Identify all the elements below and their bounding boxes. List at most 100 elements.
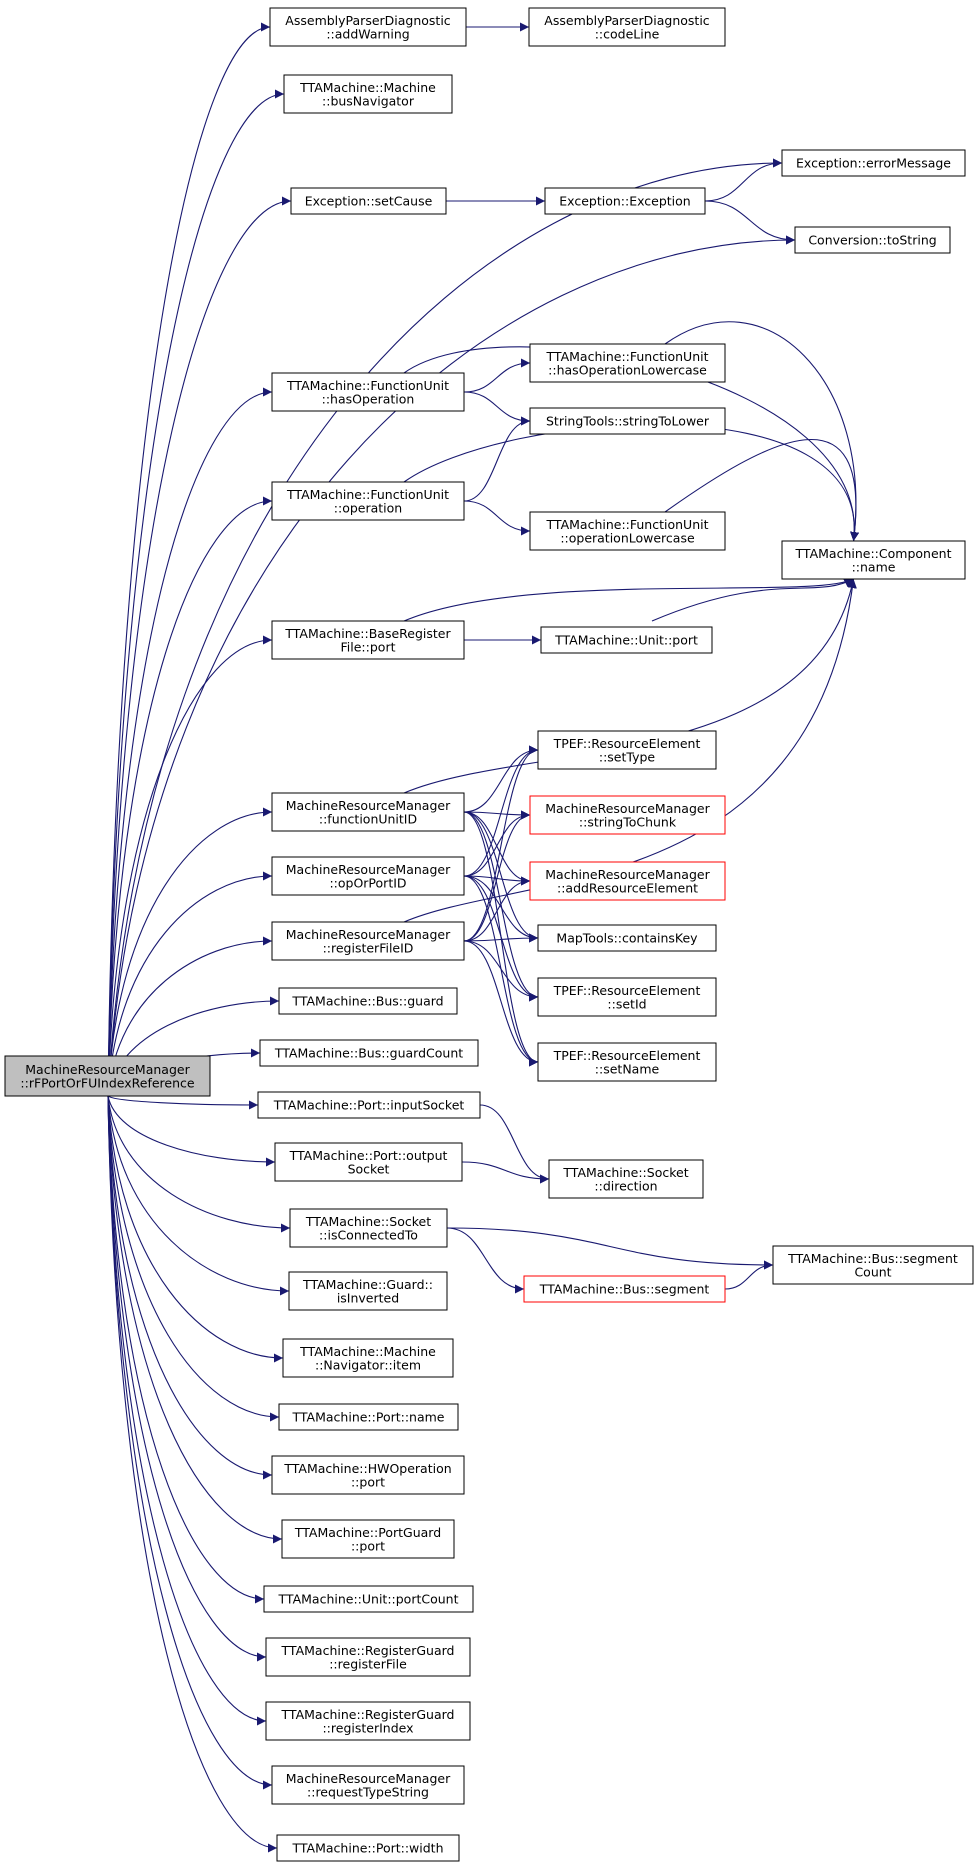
node-has-operation[interactable]: TTAMachine::FunctionUnit::hasOperation <box>271 372 465 412</box>
node-label-line: ::functionUnitID <box>319 811 417 826</box>
node-box[interactable] <box>283 74 453 114</box>
node-box[interactable] <box>269 7 467 47</box>
node-box[interactable] <box>781 149 966 177</box>
node-add-res-elem[interactable]: MachineResourceManager::addResourceEleme… <box>529 861 726 901</box>
node-box[interactable] <box>537 1042 717 1082</box>
node-set-name[interactable]: TPEF::ResourceElement::setName <box>537 1042 717 1082</box>
node-input-socket[interactable]: TTAMachine::Port::inputSocket <box>257 1091 481 1119</box>
node-box[interactable] <box>529 511 726 551</box>
node-string-to-lower[interactable]: StringTools::stringToLower <box>529 407 726 435</box>
node-box[interactable] <box>265 1701 471 1741</box>
node-pg-port[interactable]: TTAMachine::PortGuard::port <box>281 1519 455 1559</box>
node-box[interactable] <box>271 856 465 896</box>
node-is-connected-to[interactable]: TTAMachine::Socket::isConnectedTo <box>289 1208 448 1248</box>
edge-fu-id-to-contains-key <box>463 811 539 943</box>
node-has-op-lower[interactable]: TTAMachine::FunctionUnit::hasOperationLo… <box>529 343 726 383</box>
node-guard-count[interactable]: TTAMachine::Bus::guardCount <box>259 1039 479 1067</box>
node-nav-item[interactable]: TTAMachine::Machine::Navigator::item <box>282 1338 454 1378</box>
node-box[interactable] <box>540 626 713 654</box>
node-rg-reg-index[interactable]: TTAMachine::RegisterGuard::registerIndex <box>265 1701 471 1741</box>
node-box[interactable] <box>528 7 726 47</box>
node-box[interactable] <box>271 372 465 412</box>
node-label-line: TTAMachine::Machine <box>299 1344 436 1359</box>
node-exception[interactable]: Exception::Exception <box>544 187 706 215</box>
node-port-name[interactable]: TTAMachine::Port::name <box>278 1403 459 1431</box>
node-add-warning[interactable]: AssemblyParserDiagnostic::addWarning <box>269 7 467 47</box>
edge-reg-file-id-to-contains-key <box>463 933 539 943</box>
node-box[interactable] <box>271 1765 465 1805</box>
node-port-width[interactable]: TTAMachine::Port::width <box>276 1834 460 1862</box>
node-hwop-port[interactable]: TTAMachine::HWOperation::port <box>271 1455 465 1495</box>
edge-reg-file-id-to-comp-name <box>403 578 857 923</box>
node-label-line: TTAMachine::RegisterGuard <box>281 1643 455 1658</box>
node-label-line: MachineResourceManager <box>286 862 451 877</box>
node-box[interactable] <box>288 1271 448 1311</box>
node-contains-key[interactable]: MapTools::containsKey <box>537 924 717 952</box>
node-label-line: Exception::errorMessage <box>796 156 951 171</box>
node-box[interactable] <box>271 921 465 961</box>
node-box[interactable] <box>537 977 717 1017</box>
node-box[interactable] <box>548 1159 704 1199</box>
node-box[interactable] <box>781 540 966 580</box>
node-label-line: TTAMachine::HWOperation <box>283 1461 451 1476</box>
node-segment[interactable]: TTAMachine::Bus::segment <box>523 1275 726 1303</box>
node-box[interactable] <box>523 1275 726 1303</box>
node-req-type[interactable]: MachineResourceManager::requestTypeStrin… <box>271 1765 465 1805</box>
node-rg-reg-file[interactable]: TTAMachine::RegisterGuard::registerFile <box>265 1637 471 1677</box>
node-box[interactable] <box>259 1039 479 1067</box>
node-unit-port[interactable]: TTAMachine::Unit::port <box>540 626 713 654</box>
node-port-count[interactable]: TTAMachine::Unit::portCount <box>263 1585 474 1613</box>
node-bus-navigator[interactable]: TTAMachine::Machine::busNavigator <box>283 74 453 114</box>
node-box[interactable] <box>290 187 447 215</box>
node-str-to-chunk[interactable]: MachineResourceManager::stringToChunk <box>529 795 726 835</box>
node-box[interactable] <box>281 1519 455 1559</box>
node-error-message[interactable]: Exception::errorMessage <box>781 149 966 177</box>
node-bus-guard[interactable]: TTAMachine::Bus::guard <box>278 987 458 1015</box>
edge-segment-to-segment-count <box>724 1260 774 1290</box>
node-box[interactable] <box>529 795 726 835</box>
node-label-line: MachineResourceManager <box>286 927 451 942</box>
edge-root-to-rg-reg-index <box>107 1095 267 1726</box>
node-box[interactable] <box>271 620 465 660</box>
node-op-lower[interactable]: TTAMachine::FunctionUnit::operationLower… <box>529 511 726 551</box>
node-box[interactable] <box>274 1142 463 1182</box>
node-operation[interactable]: TTAMachine::FunctionUnit::operation <box>271 481 465 521</box>
node-box[interactable] <box>282 1338 454 1378</box>
node-label-line: TTAMachine::Component <box>795 546 952 561</box>
node-box[interactable] <box>544 187 706 215</box>
node-root[interactable]: MachineResourceManager::rFPortOrFUIndexR… <box>4 1055 211 1097</box>
node-op-or-port-id[interactable]: MachineResourceManager::opOrPortID <box>271 856 465 896</box>
node-fu-id[interactable]: MachineResourceManager::functionUnitID <box>271 792 465 832</box>
node-to-string[interactable]: Conversion::toString <box>794 226 951 254</box>
node-box[interactable] <box>772 1245 974 1285</box>
node-reg-file-id[interactable]: MachineResourceManager::registerFileID <box>271 921 465 961</box>
node-box[interactable] <box>257 1091 481 1119</box>
node-box[interactable] <box>271 481 465 521</box>
node-label-line: TTAMachine::Port::output <box>289 1148 448 1163</box>
node-box[interactable] <box>278 1403 459 1431</box>
node-set-cause[interactable]: Exception::setCause <box>290 187 447 215</box>
node-set-type[interactable]: TPEF::ResourceElement::setType <box>537 730 717 770</box>
node-box[interactable] <box>529 407 726 435</box>
node-box[interactable] <box>289 1208 448 1248</box>
node-set-id[interactable]: TPEF::ResourceElement::setId <box>537 977 717 1017</box>
node-code-line[interactable]: AssemblyParserDiagnostic::codeLine <box>528 7 726 47</box>
node-box[interactable] <box>265 1637 471 1677</box>
node-box[interactable] <box>537 924 717 952</box>
node-box[interactable] <box>4 1055 211 1097</box>
node-box[interactable] <box>276 1834 460 1862</box>
node-box[interactable] <box>529 861 726 901</box>
node-box[interactable] <box>271 1455 465 1495</box>
node-box[interactable] <box>529 343 726 383</box>
node-direction[interactable]: TTAMachine::Socket::direction <box>548 1159 704 1199</box>
node-is-inverted[interactable]: TTAMachine::Guard::isInverted <box>288 1271 448 1311</box>
node-comp-name[interactable]: TTAMachine::Component::name <box>781 540 966 580</box>
node-box[interactable] <box>794 226 951 254</box>
node-box[interactable] <box>271 792 465 832</box>
node-box[interactable] <box>263 1585 474 1613</box>
node-box[interactable] <box>537 730 717 770</box>
node-box[interactable] <box>278 987 458 1015</box>
